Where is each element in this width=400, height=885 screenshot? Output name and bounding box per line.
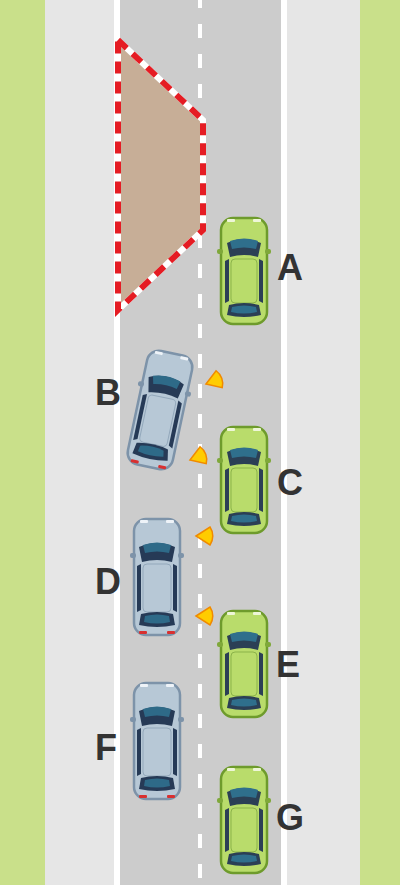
car-letter: G <box>276 800 304 836</box>
car-letter: A <box>277 250 303 286</box>
car-letter: C <box>277 465 303 501</box>
car-letter: B <box>95 375 121 411</box>
car-letter: F <box>95 730 117 766</box>
car-letter: E <box>276 647 300 683</box>
car-letter: D <box>95 564 121 600</box>
